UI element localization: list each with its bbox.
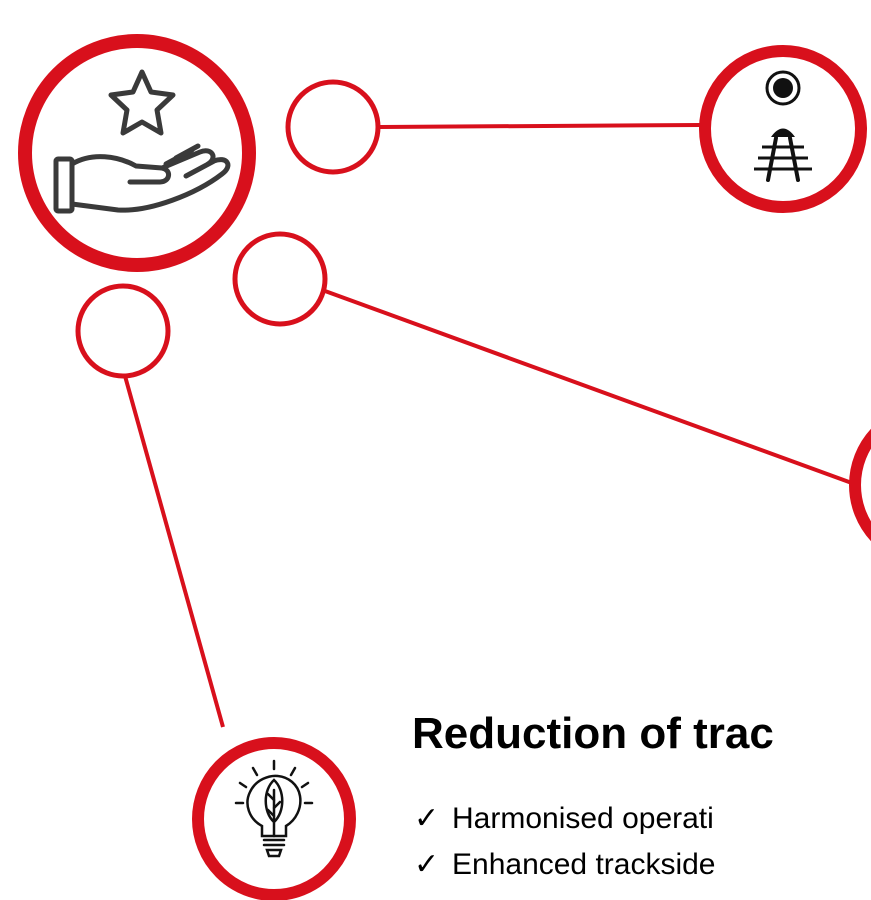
railway-signal-track-icon	[754, 70, 812, 182]
middle-right-circle	[849, 428, 871, 542]
section-heading: Reduction of trac	[412, 709, 774, 758]
connector-node-bottom	[75, 283, 171, 379]
benefit-list-item: ✓ Harmonised operati	[412, 796, 716, 842]
connector-node-top	[285, 79, 381, 175]
checkmark-icon: ✓	[414, 802, 440, 835]
connector-line-middle-right	[324, 289, 871, 492]
hand-with-star-icon	[53, 69, 231, 214]
benefit-text: Harmonised operati	[452, 802, 714, 835]
benefit-list: ✓ Harmonised operati ✓ Enhanced trackside	[412, 796, 716, 888]
connector-line-bottom-left	[123, 375, 225, 728]
connector-line-top-right	[377, 123, 701, 129]
connector-node-middle	[232, 231, 328, 327]
benefit-list-item: ✓ Enhanced trackside	[412, 842, 716, 888]
hub-circle	[18, 34, 256, 272]
benefit-text: Enhanced trackside	[452, 848, 716, 881]
checkmark-icon: ✓	[414, 848, 440, 881]
lightbulb-leaf-icon	[234, 759, 314, 858]
